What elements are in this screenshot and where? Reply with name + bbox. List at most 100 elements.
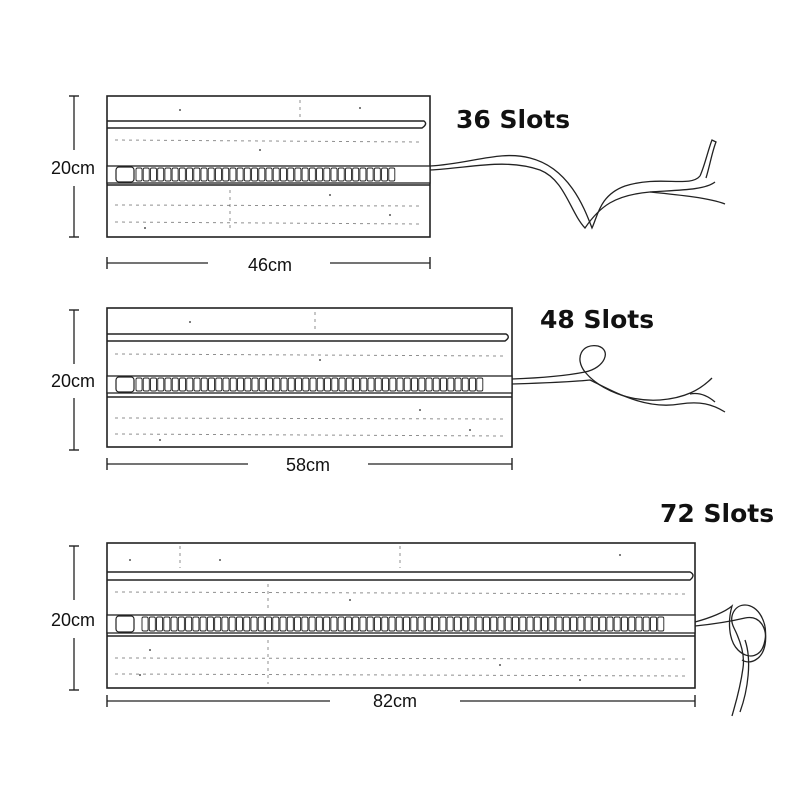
slot-loop <box>156 616 164 632</box>
slot-loop <box>359 167 367 182</box>
slot-loop <box>215 377 223 392</box>
slot-loop <box>214 616 222 632</box>
slot-loop <box>606 616 614 632</box>
slot-loop <box>395 616 403 632</box>
slot-loop <box>272 167 280 182</box>
pencil-roll-36: 20cm <box>51 95 726 275</box>
slot-loop <box>323 616 331 632</box>
slot-loop <box>352 616 360 632</box>
slot-loop <box>417 616 425 632</box>
slot-loop <box>344 616 352 632</box>
slot-loop <box>461 377 469 392</box>
slot-loop <box>446 616 454 632</box>
slot-loop <box>236 167 244 182</box>
slot-loop <box>316 377 324 392</box>
slot-loop <box>186 167 194 182</box>
slot-loop <box>613 616 621 632</box>
height-dimension: 20cm <box>51 309 95 451</box>
slot-loop <box>635 616 643 632</box>
slot-loop <box>315 616 323 632</box>
elastic-slot-band <box>106 375 513 394</box>
slot-loop <box>257 616 265 632</box>
pencil-roll-72: 20cm <box>51 499 774 717</box>
slot-loop <box>308 167 316 182</box>
slot-loop <box>584 616 592 632</box>
slot-loop <box>366 616 374 632</box>
width-dimension: 46cm <box>106 255 431 275</box>
slot-loop <box>642 616 650 632</box>
slot-loop <box>295 377 303 392</box>
slot-loop <box>418 377 426 392</box>
slot-loop <box>453 616 461 632</box>
slot-loop <box>214 167 222 182</box>
slot-loops <box>135 167 396 182</box>
slot-loop <box>440 377 448 392</box>
slot-loop <box>425 377 433 392</box>
slot-loop <box>265 167 273 182</box>
slot-loop <box>294 616 302 632</box>
slot-loop <box>454 377 462 392</box>
slot-loop <box>251 377 259 392</box>
slot-loop <box>468 616 476 632</box>
slot-loops <box>141 616 665 632</box>
slot-loop <box>179 377 187 392</box>
slot-loop <box>381 167 389 182</box>
slot-loop <box>657 616 665 632</box>
slot-loop <box>229 377 237 392</box>
slot-loop <box>148 616 156 632</box>
height-label: 20cm <box>51 371 95 391</box>
slot-loop <box>374 377 382 392</box>
slot-loop <box>142 167 150 182</box>
slot-loop <box>229 167 237 182</box>
slot-loop <box>555 616 563 632</box>
width-label: 46cm <box>248 255 292 275</box>
slot-loop <box>367 377 375 392</box>
slot-loop <box>360 377 368 392</box>
slot-loop <box>389 377 397 392</box>
slot-loop <box>650 616 657 632</box>
slot-loop <box>373 616 381 632</box>
slot-loop <box>200 167 208 182</box>
slot-loop <box>207 167 215 182</box>
slot-loop <box>193 377 201 392</box>
slot-loop <box>469 377 477 392</box>
slot-loop <box>265 616 272 632</box>
slot-loop <box>352 167 360 182</box>
slot-loop <box>135 167 143 182</box>
slot-loop <box>237 377 245 392</box>
tie-string <box>511 345 726 413</box>
slot-loops <box>135 377 484 392</box>
slots-label: 72 Slots <box>660 499 774 528</box>
tie-string <box>694 604 767 717</box>
slot-loop <box>359 616 367 632</box>
slot-loop <box>447 377 455 392</box>
slot-loop <box>149 167 157 182</box>
slot-loop <box>308 616 316 632</box>
slot-loop <box>410 616 418 632</box>
slot-loop <box>185 616 193 632</box>
slot-loop <box>330 167 338 182</box>
slots-label: 36 Slots <box>456 105 570 134</box>
slot-loop <box>171 377 179 392</box>
slot-loop <box>570 616 578 632</box>
slot-loop <box>324 377 332 392</box>
slot-loop <box>490 616 498 632</box>
slots-label: 48 Slots <box>540 305 654 334</box>
texture-specks <box>129 554 621 681</box>
slot-loop <box>266 377 274 392</box>
slot-loop <box>302 377 310 392</box>
slot-loop <box>164 167 172 182</box>
slot-loop <box>243 167 251 182</box>
elastic-slot-band <box>106 614 696 634</box>
slot-loop <box>497 616 505 632</box>
slot-loop <box>403 377 411 392</box>
slot-loop <box>526 616 534 632</box>
slot-loop <box>620 616 628 632</box>
slot-loop <box>163 616 171 632</box>
slot-loop <box>439 616 447 632</box>
slot-loop <box>222 377 230 392</box>
slot-loop <box>193 167 201 182</box>
slot-loop <box>243 616 251 632</box>
slot-loop <box>286 616 294 632</box>
